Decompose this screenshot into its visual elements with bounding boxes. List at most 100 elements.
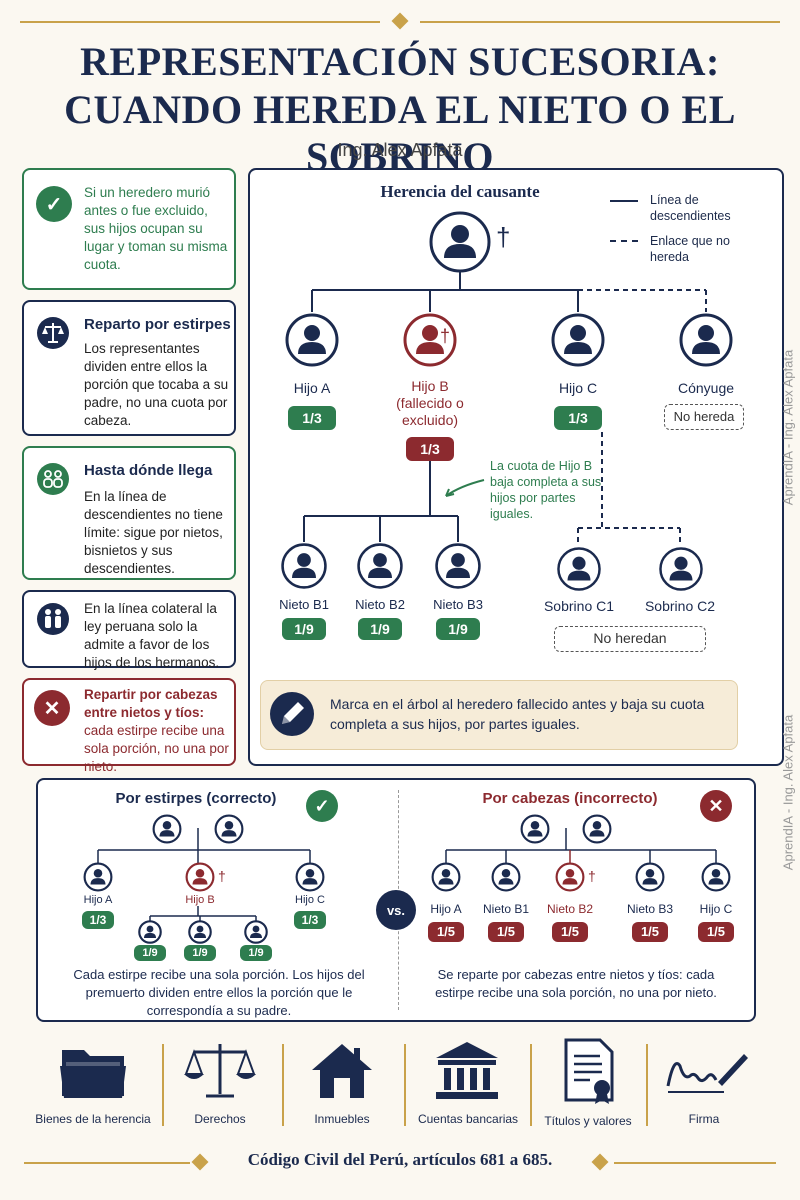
pencil-icon [270, 692, 314, 736]
footer-rule-right [614, 1162, 776, 1164]
left-hijo-b-node [185, 862, 215, 892]
icon-sep-5 [646, 1044, 648, 1126]
left-hijo-c-share: 1/3 [294, 911, 326, 929]
legend-dashed-text: Enlace que no hereda [650, 234, 730, 264]
card-estirpes: Reparto por estirpes Los representantes … [22, 300, 236, 436]
left-hijo-a-share: 1/3 [82, 911, 114, 929]
legend-solid-text: Línea de descendientes [650, 193, 731, 223]
icon-sep-2 [282, 1044, 284, 1126]
check-icon: ✓ [36, 186, 72, 222]
hijo-a-node [285, 313, 339, 367]
hijo-b-note: (fallecido o excluido) [396, 395, 464, 428]
icon-label-inmuebles: Inmuebles [314, 1112, 370, 1126]
callout-text: La cuota de Hijo B baja completa a sus h… [490, 459, 602, 521]
icon-sep-4 [530, 1044, 532, 1126]
nieto-b2-node [357, 543, 403, 589]
right-hijo-c-label: Hijo C [699, 902, 733, 916]
sobrino-c1-node [557, 547, 601, 591]
tree-panel [248, 168, 784, 766]
left-parent-1 [152, 814, 182, 844]
right-nieto-b2-share: 1/5 [552, 922, 588, 942]
left-nieto-3-share: 1/9 [240, 945, 272, 961]
card2-title: Reparto por estirpes [84, 316, 231, 333]
left-hijo-c-label: Hijo C [295, 894, 325, 906]
right-compare-text: Se reparte por cabezas entre nietos y tí… [435, 967, 717, 1000]
vs-badge: vs. [376, 890, 416, 930]
bank-icon [436, 1042, 498, 1099]
nieto-b1-share: 1/9 [282, 618, 326, 640]
nieto-b1-node [281, 543, 327, 589]
right-parent-1 [520, 814, 550, 844]
right-nieto-b2-label: Nieto B2 [546, 902, 594, 916]
left-compare-title: Por estirpes (correcto) [115, 790, 277, 807]
left-compare-text: Cada estirpe recibe una sola porción. Lo… [73, 967, 365, 1018]
people-icon [37, 463, 69, 495]
nieto-b3-label: Nieto B3 [433, 597, 483, 612]
causante-node [429, 211, 491, 273]
left-nieto-1-share: 1/9 [134, 945, 166, 961]
title-line-1: REPRESENTACIÓN SUCESORIA: [80, 39, 720, 84]
right-hijo-a-node [431, 862, 461, 892]
hijo-c-node [551, 313, 605, 367]
right-nieto-b1-label: Nieto B1 [482, 902, 530, 916]
compare-check-icon: ✓ [306, 790, 338, 822]
tree-title: Herencia del causante [380, 182, 540, 201]
sobrino-c2-node [659, 547, 703, 591]
left-hijo-b-cross: † [218, 868, 226, 884]
card-colateral: En la línea colateral la ley peruana sol… [22, 590, 236, 670]
sobrino-c1-label: Sobrino C1 [543, 598, 615, 614]
left-hijo-c-node [295, 862, 325, 892]
card3-title: Hasta dónde llega [84, 462, 213, 479]
hijo-b-share: 1/3 [406, 437, 454, 461]
footer-text: Código Civil del Perú, artículos 681 a 6… [247, 1150, 553, 1169]
cross-icon: ✕ [34, 690, 70, 726]
nieto-b2-share: 1/9 [358, 618, 402, 640]
icon-sep-3 [404, 1044, 406, 1126]
card5-title: Repartir por cabezas entre nietos y tíos… [84, 687, 218, 720]
hijo-c-label: Hijo C [558, 380, 598, 396]
right-nieto-b1-share: 1/5 [488, 922, 524, 942]
conyuge-node [679, 313, 733, 367]
icon-label-titulos: Títulos y valores [544, 1114, 632, 1128]
right-nieto-b3-node [635, 862, 665, 892]
right-nieto-b3-label: Nieto B3 [626, 902, 674, 916]
nieto-b3-node [435, 543, 481, 589]
right-nieto-b1-node [491, 862, 521, 892]
left-hijo-a-node [83, 862, 113, 892]
right-compare-title: Por cabezas (incorrecto) [482, 790, 658, 807]
causante-cross: † [496, 222, 511, 252]
certificate-icon [564, 1038, 614, 1104]
tip-text: Marca en el árbol al heredero fallecido … [330, 696, 705, 732]
hijo-a-label: Hijo A [293, 380, 331, 396]
footer-diamond-left [191, 1153, 209, 1171]
legend-dashed-line [610, 240, 638, 242]
right-nieto-b2-node [555, 862, 585, 892]
card1-text: Si un heredero murió antes o fue excluid… [84, 185, 228, 272]
right-parent-2 [582, 814, 612, 844]
right-hijo-a-label: Hijo A [430, 902, 462, 916]
hijo-c-share: 1/3 [554, 406, 602, 430]
hijo-b-cross: † [440, 326, 451, 346]
card-hasta: Hasta dónde llega En la línea de descend… [22, 446, 236, 580]
card3-text: En la línea de descendientes no tiene lí… [84, 489, 223, 576]
card4-text: En la línea colateral la ley peruana sol… [84, 601, 220, 670]
icon-sep-1 [162, 1044, 164, 1126]
tree-lines [303, 268, 707, 546]
left-hijo-b-label: Hijo B [185, 894, 215, 906]
icon-label-cuentas: Cuentas bancarias [417, 1112, 519, 1126]
card5-text: cada estirpe recibe una sola porción, no… [84, 723, 229, 774]
left-nieto-1-node [138, 920, 162, 944]
sobrino-c2-label: Sobrino C2 [644, 598, 716, 614]
left-nieto-3-node [244, 920, 268, 944]
left-nieto-2-share: 1/9 [184, 945, 216, 961]
top-rule-left [20, 21, 380, 23]
sobrinos-no-heredan: No heredan [554, 626, 706, 652]
right-hijo-c-node [701, 862, 731, 892]
conyuge-label: Cónyuge [677, 380, 735, 396]
hijo-b-label: Hijo B [411, 378, 449, 394]
tip-box [260, 680, 738, 750]
scale-icon [37, 317, 69, 349]
house-icon [312, 1044, 372, 1098]
right-nieto-b2-cross: † [588, 868, 596, 884]
icon-label-firma: Firma [688, 1112, 720, 1126]
